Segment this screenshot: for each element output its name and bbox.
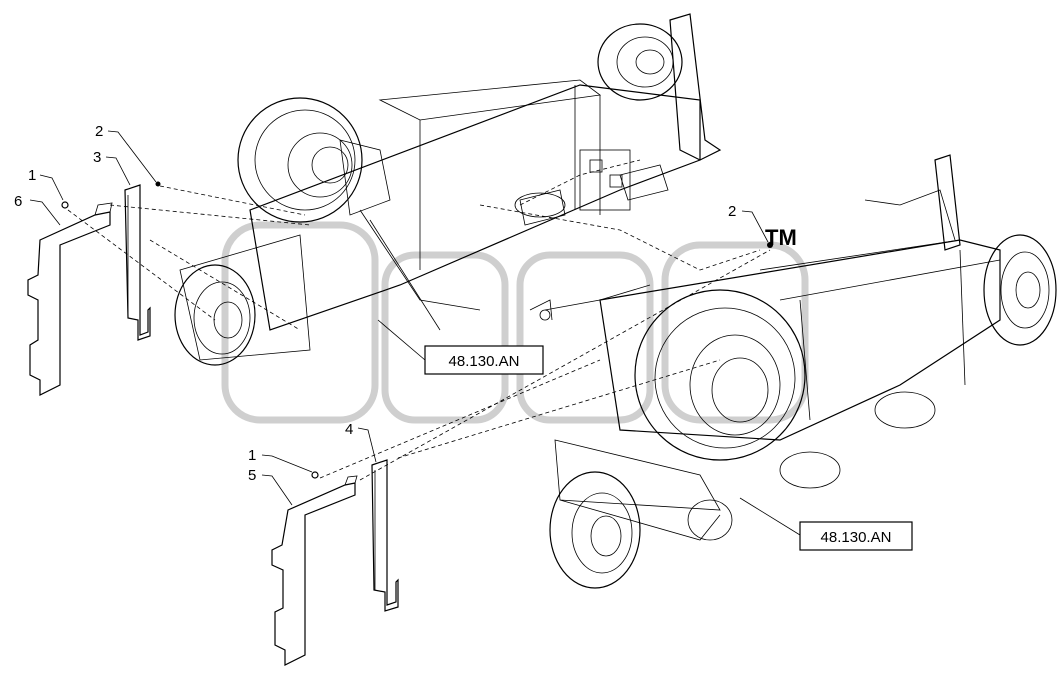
- callout-2-right: 2: [728, 203, 736, 220]
- bolt-upper: [61, 201, 69, 209]
- part-4-strip: [371, 459, 399, 612]
- watermark-logo: TM: [221, 221, 809, 424]
- pin-upper: [155, 181, 161, 187]
- lower-track-frame: [514, 154, 1057, 589]
- bolt-lower: [311, 471, 319, 479]
- callout-3: 3: [93, 149, 101, 166]
- callout-1-lower: 1: [248, 447, 256, 464]
- callout-1-upper: 1: [28, 167, 36, 184]
- part-6-shield-plate: [27, 202, 113, 396]
- callout-6: 6: [14, 193, 22, 210]
- reference-box-lower[interactable]: 48.130.AN: [799, 521, 913, 551]
- reference-box-upper[interactable]: 48.130.AN: [424, 345, 544, 375]
- reference-label-lower: 48.130.AN: [821, 529, 892, 546]
- callout-2-upper: 2: [95, 123, 103, 140]
- pin-lower: [767, 242, 773, 248]
- part-5-shield-plate: [271, 475, 358, 666]
- callout-4: 4: [345, 421, 353, 438]
- callout-5: 5: [248, 467, 256, 484]
- upper-track-frame: [174, 13, 761, 366]
- part-3-strip: [124, 184, 151, 341]
- reference-label-upper: 48.130.AN: [449, 353, 520, 370]
